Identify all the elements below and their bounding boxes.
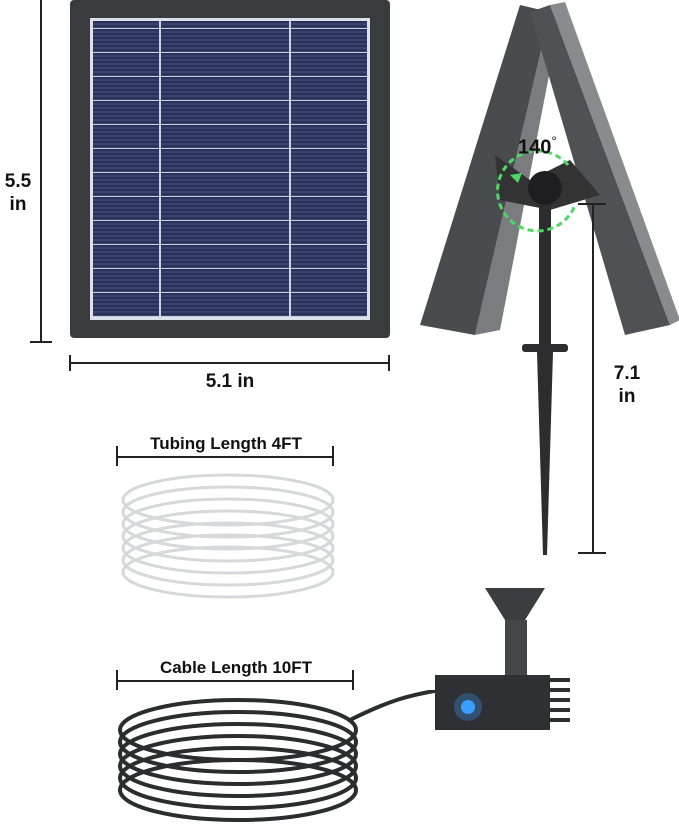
stand-height-label: 7.1 in (613, 363, 641, 407)
stand-angle-label: 140° (518, 133, 557, 159)
panel-height-dimension-line (40, 0, 42, 342)
panel-height-label: 5.5 in (4, 171, 32, 215)
stand-height-dimension-line (592, 203, 594, 553)
solar-panel (70, 0, 390, 338)
led-light-icon (461, 700, 475, 714)
fountain-pump (435, 588, 570, 730)
tubing-coil (121, 473, 335, 599)
cable-length-label: Cable Length 10FT (159, 658, 313, 677)
tubing-length-label: Tubing Length 4FT (150, 434, 302, 453)
cable-coil (118, 690, 441, 822)
solar-cells (90, 18, 370, 320)
panel-stand-illustration (420, 2, 679, 555)
panel-width-label: 5.1 in (205, 371, 255, 392)
